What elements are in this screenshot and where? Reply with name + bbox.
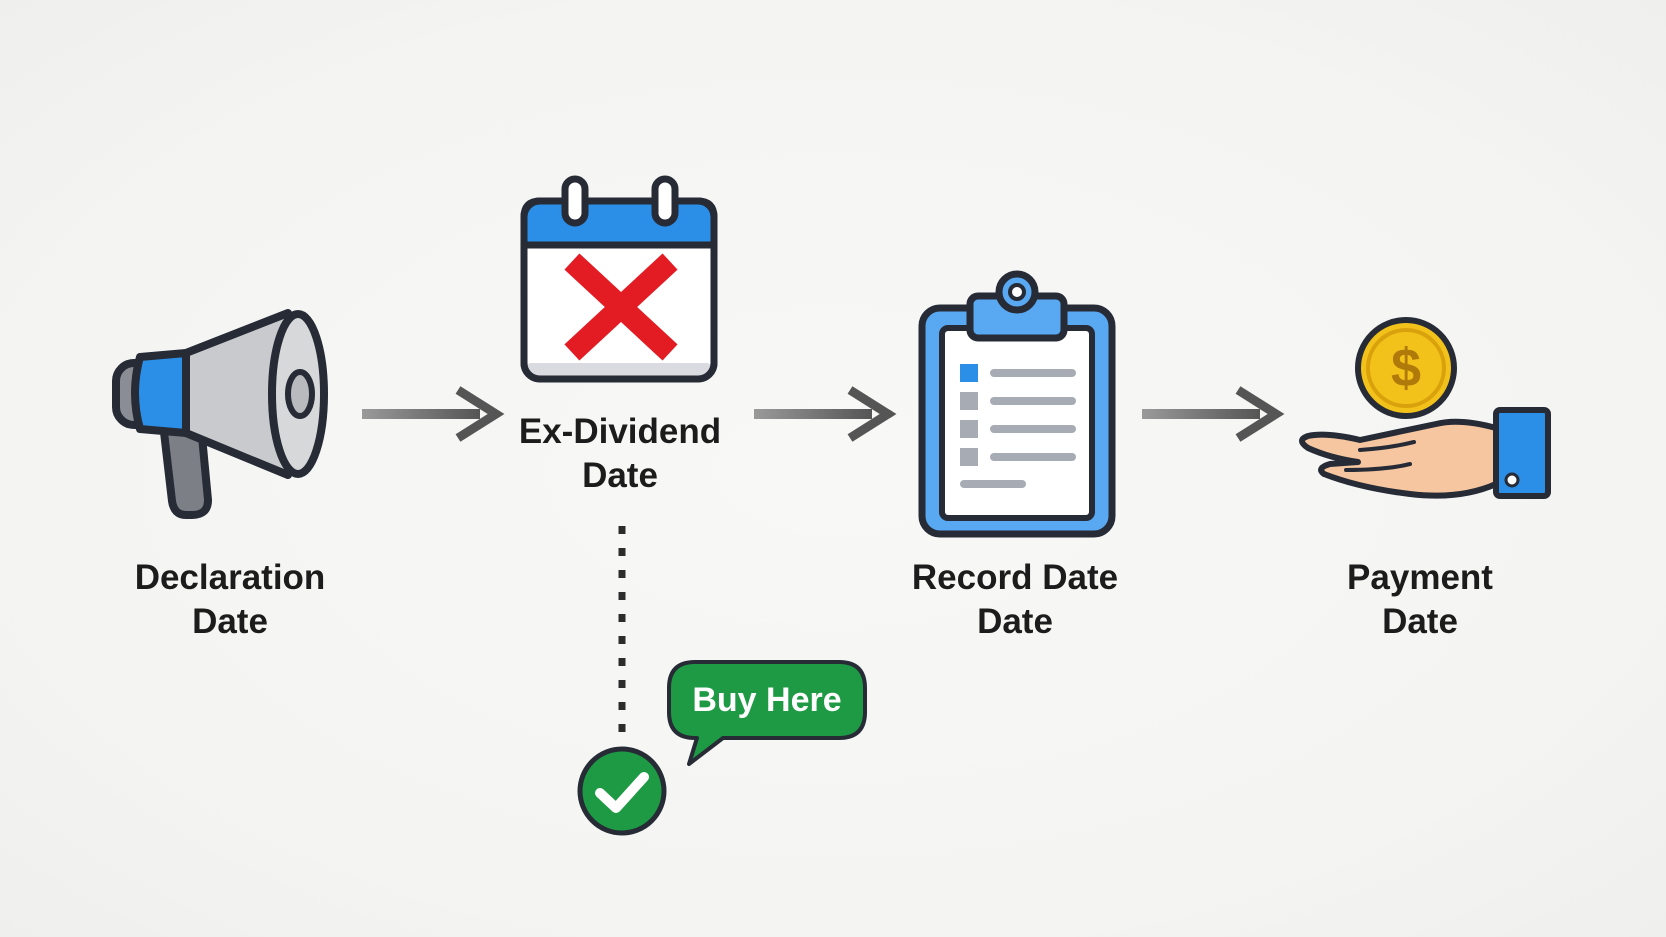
label-record-date: Record Date Date — [870, 556, 1160, 644]
label-line: Record Date — [911, 558, 1119, 597]
speech-bubble-icon — [667, 660, 867, 766]
label-line: Date — [977, 602, 1053, 641]
buy-here-text: Buy Here — [692, 681, 842, 719]
dotted-connector — [618, 526, 626, 732]
megaphone-icon — [112, 309, 328, 519]
label-line: Declaration — [134, 558, 326, 597]
arrow-declaration-to-exdividend — [362, 386, 505, 442]
arrow-record-to-payment — [1142, 386, 1285, 442]
calendar-x-icon — [520, 175, 718, 383]
checkmark-circle-icon — [577, 746, 667, 836]
label-payment-date: Payment Date — [1300, 556, 1540, 644]
hand-coin-icon: $ — [1299, 317, 1551, 499]
label-line: Payment — [1347, 558, 1493, 597]
label-line: Date — [582, 456, 658, 495]
label-ex-dividend-date: Ex-Dividend Date — [480, 410, 760, 498]
label-line: Date — [1382, 602, 1458, 641]
buy-here-callout: Buy Here — [667, 660, 867, 766]
label-line: Date — [192, 602, 268, 641]
label-line: Ex-Dividend — [518, 412, 722, 451]
label-declaration-date: Declaration Date — [100, 556, 360, 644]
clipboard-icon — [918, 270, 1116, 538]
svg-text:$: $ — [1391, 338, 1421, 398]
arrow-exdividend-to-record — [754, 386, 897, 442]
